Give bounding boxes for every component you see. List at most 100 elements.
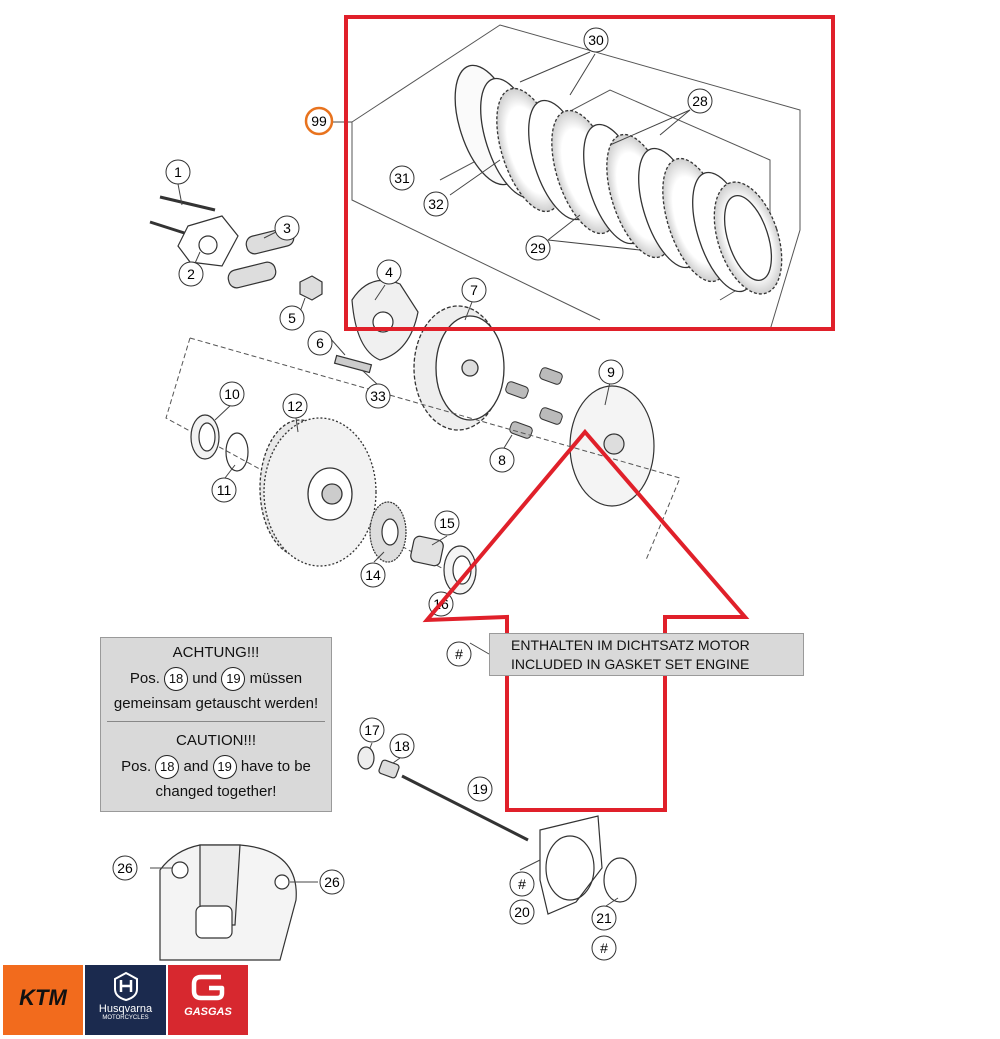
callout-3: 3 [274, 215, 300, 241]
callout-hash-gasket: # [509, 871, 535, 897]
thrust-washer [190, 414, 249, 472]
ktm-logo: KTM [3, 965, 83, 1035]
clutch-springs [505, 367, 563, 439]
inner-clutch-hub [413, 305, 505, 431]
svg-text:15: 15 [439, 515, 455, 531]
gasgas-emblem-icon [191, 974, 225, 1001]
callout-26-right: 26 [319, 869, 345, 895]
callout-6: 6 [307, 330, 333, 356]
callout-31: 31 [389, 165, 415, 191]
callout-12: 12 [282, 393, 308, 419]
callout-9: 9 [598, 359, 624, 385]
callout-29: 29 [525, 235, 551, 261]
svg-text:6: 6 [316, 335, 324, 351]
svg-text:11: 11 [217, 482, 232, 498]
callout-20: 20 [509, 899, 535, 925]
svg-text:21: 21 [596, 910, 612, 926]
callout-21: 21 [591, 905, 617, 931]
svg-text:31: 31 [394, 170, 410, 186]
svg-text:7: 7 [470, 282, 478, 298]
warning-en-heading: CAUTION!!! [175, 732, 256, 749]
svg-text:5: 5 [288, 310, 296, 326]
callout-11: 11 [211, 477, 237, 503]
svg-text:99: 99 [311, 113, 327, 129]
svg-text:30: 30 [588, 32, 604, 48]
clutch-cover [159, 844, 297, 961]
husqvarna-logo: Husqvarna MOTORCYCLES [85, 965, 166, 1035]
svg-text:12: 12 [287, 398, 303, 414]
svg-text:20: 20 [514, 904, 530, 920]
svg-text:28: 28 [692, 93, 708, 109]
warning-de-line2: gemeinsam getauscht werden! [113, 695, 319, 712]
svg-text:32: 32 [428, 196, 444, 212]
gasket-set-note: ENTHALTEN IM DICHTSATZ MOTOR INCLUDED IN… [489, 633, 804, 676]
gasgas-logo: GASGAS [168, 965, 248, 1035]
callout-hash-oring: # [591, 935, 617, 961]
husqvarna-wordmark: Husqvarna [98, 1003, 153, 1015]
callout-7: 7 [461, 277, 487, 303]
callout-17: 17 [359, 717, 385, 743]
callout-26-left: 26 [112, 855, 138, 881]
pressure-disc [569, 385, 655, 507]
pressure-plate-hardware [149, 195, 373, 374]
warning-note: ACHTUNG!!! Pos. 18 und 19 müssen gemeins… [100, 637, 332, 812]
svg-text:4: 4 [385, 264, 393, 280]
callout-15: 15 [434, 510, 460, 536]
cover-gasket [539, 815, 637, 915]
warning-en-line2: changed together! [155, 783, 277, 800]
warning-de-heading: ACHTUNG!!! [172, 644, 260, 661]
svg-text:9: 9 [607, 364, 615, 380]
callout-18: 18 [389, 733, 415, 759]
callout-19: 19 [467, 776, 493, 802]
ref-19-de: 19 [221, 667, 246, 691]
svg-text:19: 19 [472, 781, 488, 797]
svg-text:26: 26 [324, 874, 340, 890]
clutch-plates [454, 64, 783, 295]
pushrod-assembly [357, 746, 529, 842]
callout-30: 30 [583, 27, 609, 53]
highlight-arrow [422, 428, 750, 812]
callout-1: 1 [165, 159, 191, 185]
svg-text:1: 1 [174, 164, 182, 180]
callout-99: 99 [304, 106, 334, 136]
highlight-box [344, 15, 835, 331]
callout-2: 2 [178, 261, 204, 287]
svg-text:2: 2 [187, 266, 195, 282]
callout-33: 33 [365, 383, 391, 409]
ref-18-en: 18 [155, 755, 180, 779]
kit-leader-lines [332, 51, 691, 251]
callout-14: 14 [360, 562, 386, 588]
callout-28: 28 [687, 88, 713, 114]
callout-4: 4 [376, 259, 402, 285]
callout-labels: 1 2 3 4 5 6 7 8 9 10 11 12 14 15 16 17 1… [112, 27, 713, 961]
svg-text:17: 17 [364, 722, 380, 738]
callout-5: 5 [279, 305, 305, 331]
leader-lines [150, 183, 619, 907]
ref-19-en: 19 [212, 755, 237, 779]
svg-text:33: 33 [370, 388, 386, 404]
callout-10: 10 [219, 381, 245, 407]
gasgas-wordmark: GASGAS [184, 1006, 232, 1018]
callout-32: 32 [423, 191, 449, 217]
husqvarna-sub: MOTORCYCLES [102, 1015, 149, 1021]
ref-18-de: 18 [164, 667, 189, 691]
svg-text:26: 26 [117, 860, 133, 876]
pressure-plate [351, 279, 419, 361]
svg-text:8: 8 [498, 452, 506, 468]
warning-divider [107, 721, 325, 722]
svg-text:#: # [600, 940, 608, 956]
callout-8: 8 [489, 447, 515, 473]
svg-text:29: 29 [530, 240, 546, 256]
svg-text:#: # [455, 646, 463, 662]
svg-text:18: 18 [394, 738, 410, 754]
husqvarna-emblem-icon [113, 971, 138, 1001]
outer-clutch-basket [259, 417, 377, 567]
svg-text:#: # [518, 876, 526, 892]
gasket-note-en: INCLUDED IN GASKET SET ENGINE [511, 656, 750, 672]
warning-en-line1: Pos. 18 and 19 have to be [101, 755, 331, 779]
svg-text:14: 14 [365, 567, 381, 583]
svg-text:10: 10 [224, 386, 240, 402]
svg-text:3: 3 [283, 220, 291, 236]
gasket-note-de: ENTHALTEN IM DICHTSATZ MOTOR [511, 637, 750, 653]
